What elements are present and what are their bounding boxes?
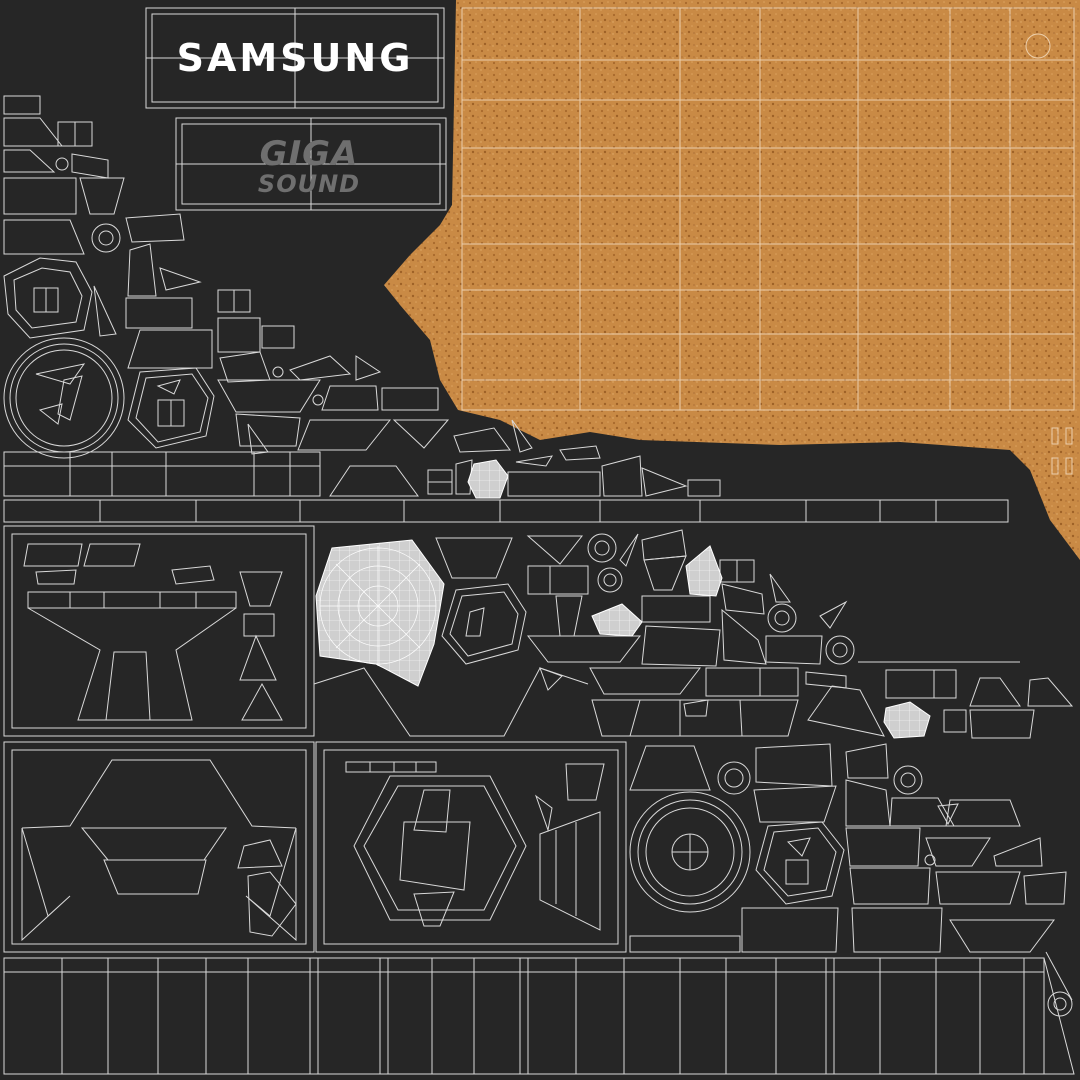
giga-sound-logo-panel (175, 117, 447, 211)
sphere-patch-large (315, 539, 445, 687)
uv-strip-2 (3, 499, 1009, 523)
uv-islands-mid-left (235, 413, 533, 455)
cork-back-panel (384, 0, 1080, 560)
uv-strip-1 (3, 445, 721, 497)
sphere-patch-1 (467, 459, 509, 499)
uv-strip-bottom (3, 957, 1075, 1075)
uv-islands-top-left (3, 95, 439, 413)
uv-islands-right (629, 743, 1073, 1001)
body-panel-c (315, 741, 627, 953)
body-panel-a (3, 525, 315, 737)
sphere-spokes (319, 546, 437, 666)
sphere-patch-4 (883, 701, 931, 739)
brand-logo-panel (145, 7, 445, 109)
speaker-ring-left (3, 337, 125, 459)
hex-panel-left (127, 367, 215, 449)
cork-grid (461, 7, 1075, 475)
uv-islands-center (313, 529, 1074, 739)
sphere-patch-2 (591, 603, 643, 637)
sphere-patch-3 (685, 545, 723, 597)
body-panel-b (3, 741, 315, 953)
